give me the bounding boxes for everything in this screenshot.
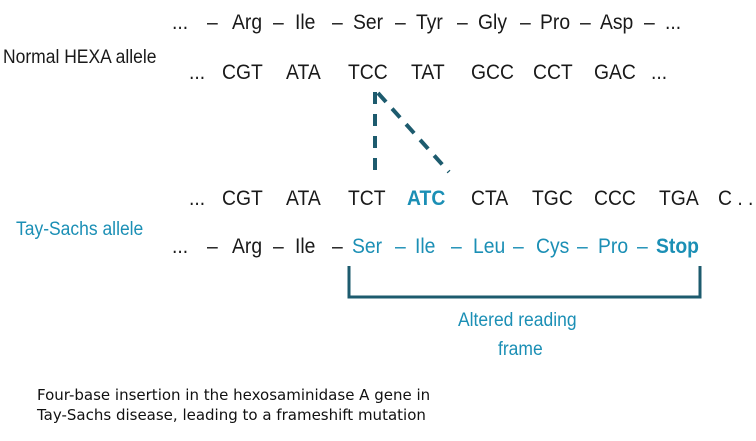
- mutant-codon-cta: CTA: [471, 187, 509, 210]
- mutant-aa-ellipsis-start: ...: [172, 235, 189, 258]
- mutant-aa-dash: –: [395, 235, 406, 258]
- normal-aa-ser: Ser: [353, 11, 384, 34]
- normal-aa-dash: –: [520, 11, 531, 34]
- normal-codon-cgt: CGT: [222, 61, 263, 84]
- normal-codon-tat: TAT: [411, 61, 445, 84]
- mutant-codon-inserted-atc: ATC: [407, 187, 446, 210]
- mutant-codon-cgt: CGT: [222, 187, 263, 210]
- normal-codon-cct: CCT: [533, 61, 573, 84]
- mutant-aa-dash: –: [332, 235, 343, 258]
- mutant-aa-dash: –: [637, 235, 648, 258]
- normal-codon-gac: GAC: [594, 61, 636, 84]
- mutant-allele-label: Tay-Sachs allele: [16, 219, 144, 240]
- mutant-aa-stop: Stop: [656, 235, 699, 258]
- normal-codon-ata: ATA: [286, 61, 321, 84]
- normal-allele-label: Normal HEXA allele: [3, 47, 157, 68]
- normal-aa-dash: –: [273, 11, 284, 34]
- altered-frame-label-line1: Altered reading: [458, 310, 577, 331]
- normal-aa-gly: Gly: [478, 11, 507, 34]
- mutant-aa-dash: –: [207, 235, 218, 258]
- mutant-codon-tct: TCT: [348, 187, 386, 210]
- normal-aa-dash: –: [644, 11, 655, 34]
- normal-aa-ellipsis-start: ...: [172, 11, 189, 34]
- normal-aa-dash: –: [207, 11, 218, 34]
- normal-aa-pro: Pro: [540, 11, 571, 34]
- mutant-codon-trailing: C . .: [718, 187, 754, 210]
- insertion-diagonal-dashed-line: [376, 91, 451, 174]
- mutant-aa-cys: Cys: [536, 235, 570, 258]
- normal-aa-asp: Asp: [600, 11, 634, 34]
- altered-frame-label-line2: frame: [498, 339, 543, 360]
- normal-aa-dash: –: [580, 11, 591, 34]
- mutant-aa-dash: –: [273, 235, 284, 258]
- normal-codon-tcc: TCC: [348, 61, 388, 84]
- mutant-aa-arg: Arg: [232, 235, 263, 258]
- mutant-aa-leu: Leu: [473, 235, 506, 258]
- normal-aa-tyr: Tyr: [416, 11, 443, 34]
- mutant-aa-dash: –: [451, 235, 462, 258]
- mutant-codon-tgc: TGC: [532, 187, 573, 210]
- mutant-aa-pro: Pro: [598, 235, 629, 258]
- normal-codon-ellipsis-end: ...: [651, 61, 668, 84]
- mutant-aa-ile-altered: Ile: [415, 235, 436, 258]
- normal-codon-gcc: GCC: [471, 61, 514, 84]
- normal-aa-arg: Arg: [232, 11, 263, 34]
- caption-line2: Tay-Sachs disease, leading to a frameshi…: [37, 406, 426, 424]
- mutant-codon-tga: TGA: [659, 187, 699, 210]
- caption-line1: Four-base insertion in the hexosaminidas…: [37, 386, 431, 404]
- mutant-aa-ser: Ser: [352, 235, 383, 258]
- normal-aa-dash: –: [457, 11, 468, 34]
- mutant-aa-dash: –: [577, 235, 588, 258]
- mutant-aa-dash: –: [513, 235, 524, 258]
- mutant-codon-ellipsis-start: ...: [189, 187, 206, 210]
- normal-aa-ile: Ile: [295, 11, 316, 34]
- normal-aa-dash: –: [395, 11, 406, 34]
- normal-codon-ellipsis-start: ...: [189, 61, 206, 84]
- mutant-aa-ile: Ile: [295, 235, 316, 258]
- mutant-codon-ccc: CCC: [594, 187, 636, 210]
- normal-aa-dash: –: [332, 11, 343, 34]
- normal-aa-ellipsis-end: ...: [665, 11, 682, 34]
- mutant-codon-ata: ATA: [286, 187, 321, 210]
- altered-frame-bracket: [347, 266, 702, 299]
